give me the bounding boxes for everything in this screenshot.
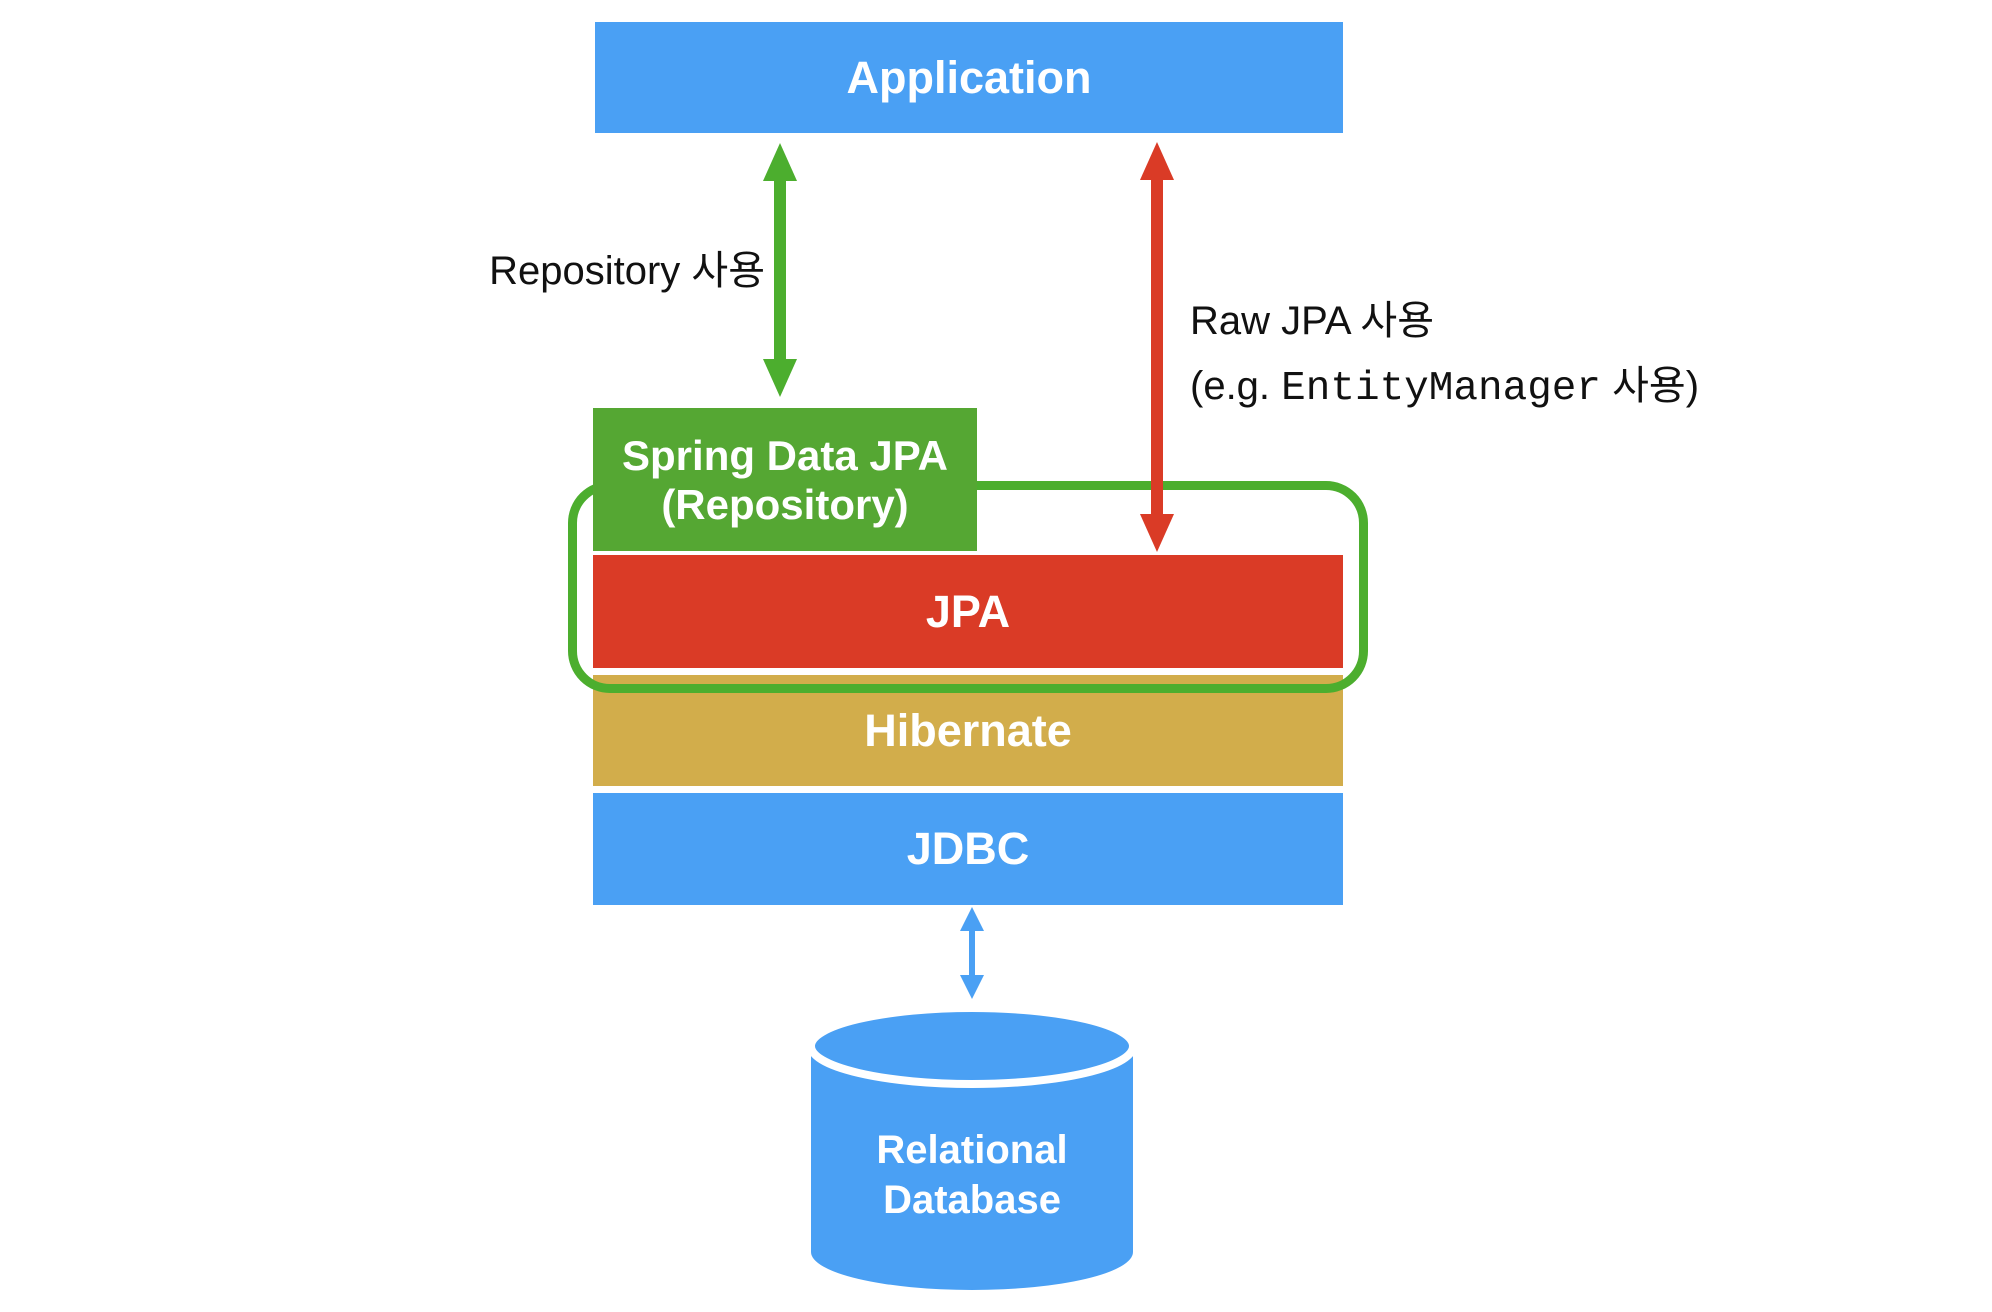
relational-database-label: Relational Database (807, 1125, 1137, 1225)
raw-jpa-label-line2: (e.g. EntityManager 사용) (1190, 354, 1699, 422)
arrowhead-down-icon (763, 359, 797, 397)
arrow-shaft (969, 931, 975, 975)
arrowhead-up-icon (763, 143, 797, 181)
arrowhead-up-icon (1140, 142, 1174, 180)
jpa-label: JPA (925, 585, 1011, 637)
hibernate-box: Hibernate (593, 675, 1343, 786)
raw-jpa-arrow (1140, 142, 1174, 552)
arrowhead-up-icon (960, 907, 984, 931)
repository-arrow-label: Repository 사용 (489, 249, 765, 293)
relational-database-label-line2: Database (883, 1178, 1061, 1222)
raw-jpa-label-line2-prefix: (e.g. (1190, 364, 1282, 408)
hibernate-label: Hibernate (864, 704, 1072, 756)
application-box: Application (595, 22, 1343, 133)
repository-arrow (763, 143, 797, 397)
arrowhead-down-icon (960, 975, 984, 999)
raw-jpa-arrow-label: Raw JPA 사용 (e.g. EntityManager 사용) (1190, 289, 1699, 422)
raw-jpa-label-line2-suffix: 사용) (1601, 364, 1700, 408)
raw-jpa-label-line1: Raw JPA 사용 (1190, 299, 1435, 343)
jpa-box: JPA (593, 555, 1343, 668)
spring-data-jpa-box: Spring Data JPA (Repository) (593, 408, 977, 551)
spring-data-jpa-label-line2: (Repository) (661, 480, 909, 528)
application-label: Application (846, 51, 1092, 103)
database-cylinder-icon (807, 1004, 1137, 1290)
arrowhead-down-icon (1140, 514, 1174, 552)
jdbc-database-arrow (960, 907, 984, 999)
relational-database-label-line1: Relational (876, 1128, 1068, 1172)
jdbc-box: JDBC (593, 793, 1343, 905)
entitymanager-code: EntityManager (1281, 366, 1602, 412)
arrow-shaft (774, 181, 786, 359)
spring-data-jpa-label-line1: Spring Data JPA (622, 431, 948, 479)
jdbc-label: JDBC (906, 823, 1030, 874)
arrow-shaft (1151, 180, 1163, 514)
